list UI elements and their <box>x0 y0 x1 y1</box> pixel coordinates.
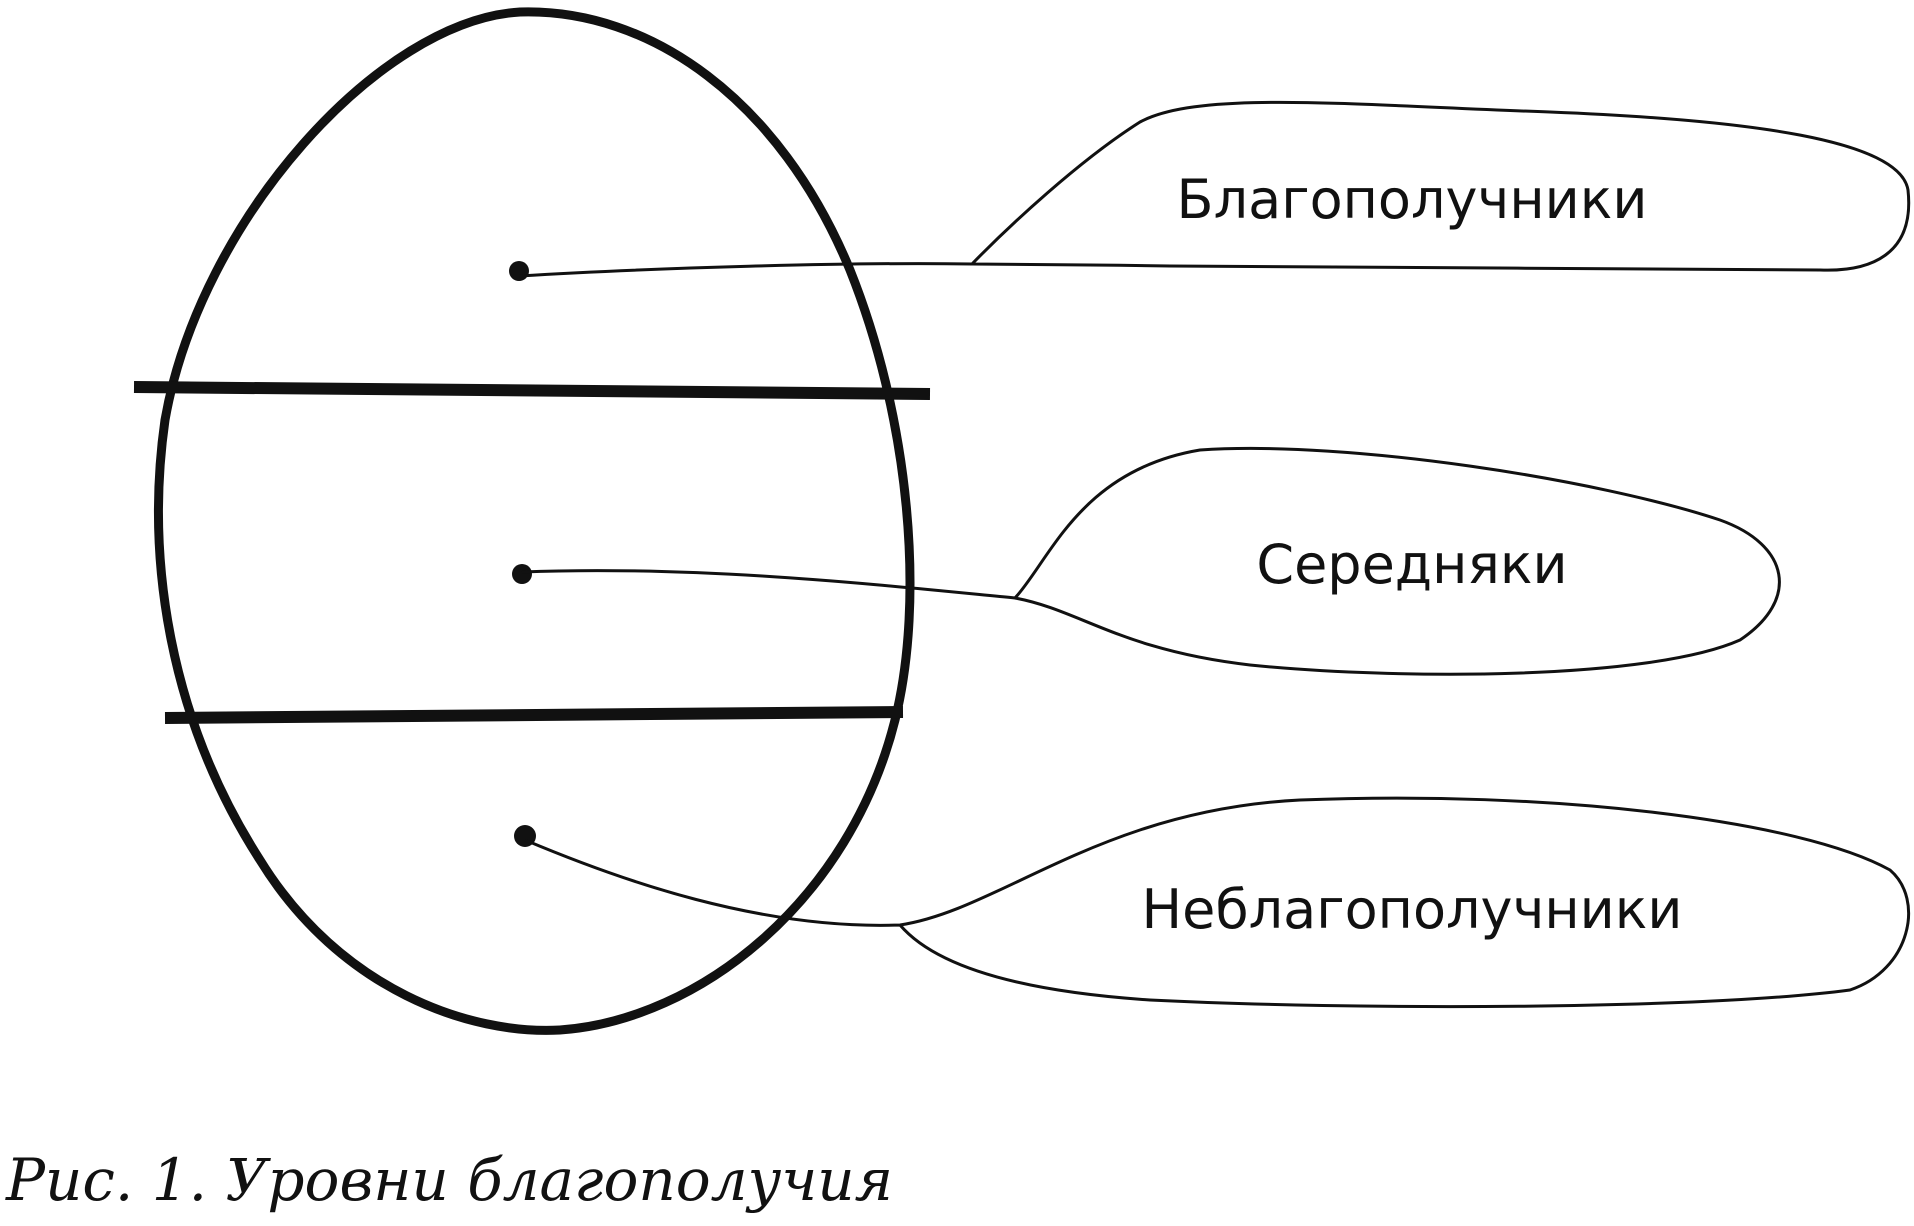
connector-middle <box>521 446 1781 676</box>
divider-lower <box>164 706 904 724</box>
figure-caption: Рис. 1. Уровни благополучия <box>5 1146 893 1214</box>
level-label-bottom: Неблагополучники <box>1142 878 1683 941</box>
dot-top <box>509 261 529 281</box>
divider-upper <box>133 381 931 400</box>
egg-outline <box>154 7 915 1035</box>
dot-middle <box>512 564 532 584</box>
connector-bottom <box>524 796 1911 1009</box>
connector-top <box>518 100 1911 278</box>
level-label-middle: Середняки <box>1256 533 1567 596</box>
level-label-top: Благополучники <box>1177 168 1648 231</box>
